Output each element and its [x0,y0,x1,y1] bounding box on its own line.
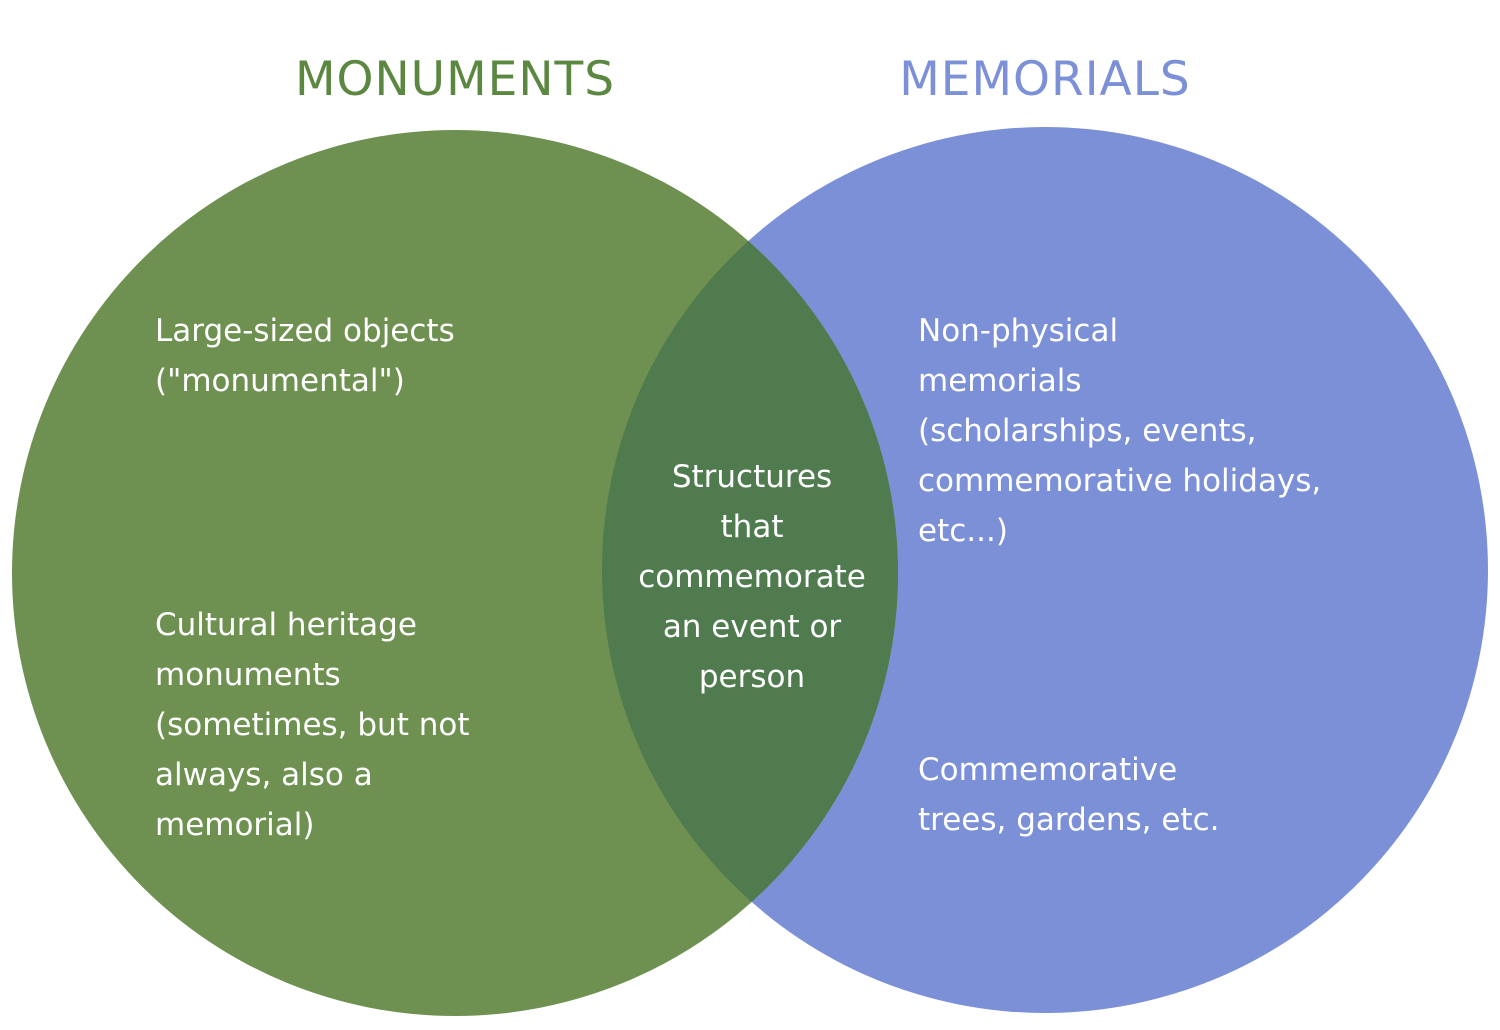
memorials-title: MEMORIALS [899,52,1191,107]
monuments-item-large-sized-objects: Large-sized objects ("monumental") [155,313,455,399]
monuments-item-cultural-heritage: Cultural heritage monuments (sometimes, … [155,607,470,843]
overlap-text-structures: Structures that commemorate an event or … [638,459,866,695]
overlap-region [602,130,898,1013]
memorials-item-commemorative-trees: Commemorative trees, gardens, etc. [918,752,1220,838]
monuments-title: MONUMENTS [294,52,616,107]
memorials-item-non-physical: Non-physical memorials (scholarships, ev… [918,313,1322,549]
